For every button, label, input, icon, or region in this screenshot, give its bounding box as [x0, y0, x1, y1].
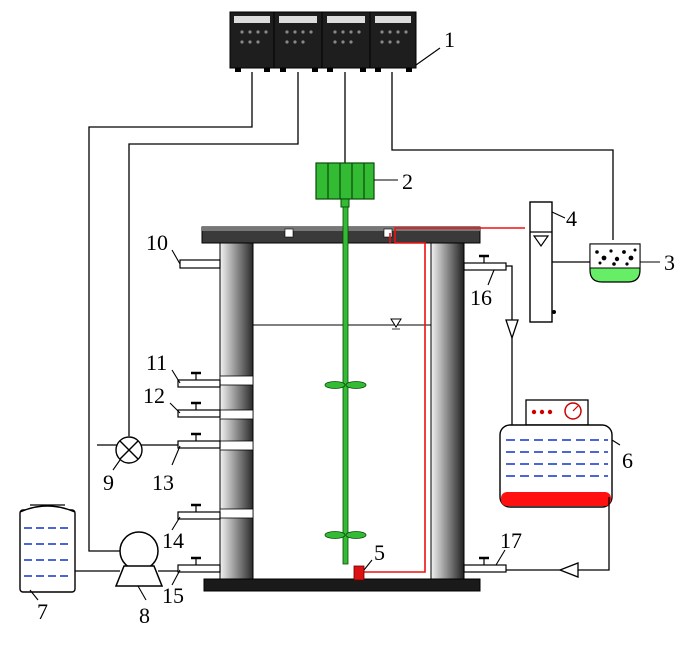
control-box-icon: [229, 11, 417, 72]
overflow-arrow: [505, 319, 519, 341]
label-9: 9: [103, 470, 114, 495]
peristaltic-pump-icon: [75, 531, 178, 587]
feed-tank: [19, 504, 76, 593]
label-12: 12: [143, 383, 165, 408]
label-3: 3: [664, 250, 675, 275]
water-bath-icon: [499, 399, 613, 508]
heater-element: [353, 565, 365, 581]
stirrer-shaft: [324, 206, 367, 565]
label-17: 17: [500, 528, 522, 553]
return-line: [506, 497, 610, 571]
liquid-level-marker: [390, 318, 402, 330]
label-15: 15: [162, 583, 184, 608]
label-8: 8: [139, 603, 150, 628]
component-labels: 1 2 3 4 5 6 7 8 9 10 11 12 13 14 15 16 1…: [37, 27, 675, 628]
gas-flowmeter-icon: [529, 201, 600, 323]
sampling-ports: [177, 254, 507, 573]
label-2: 2: [402, 169, 413, 194]
label-16: 16: [470, 285, 492, 310]
sensor-tank: [589, 243, 641, 283]
label-4: 4: [566, 206, 577, 231]
label-13: 13: [152, 470, 174, 495]
label-leaders: [29, 47, 660, 601]
return-arrow: [558, 562, 579, 578]
label-6: 6: [622, 448, 633, 473]
control-wires: [88, 72, 614, 552]
heater-loop: [361, 227, 525, 573]
label-1: 1: [444, 27, 455, 52]
overflow-line: [506, 265, 513, 425]
motor-icon: [315, 162, 375, 208]
label-7: 7: [37, 599, 48, 624]
label-14: 14: [162, 528, 184, 553]
flow-valve-icon: [97, 436, 178, 464]
label-10: 10: [146, 230, 168, 255]
reactor-vessel: [201, 226, 481, 592]
label-11: 11: [146, 350, 167, 375]
label-5: 5: [374, 540, 385, 565]
controller-unit: [229, 11, 417, 72]
